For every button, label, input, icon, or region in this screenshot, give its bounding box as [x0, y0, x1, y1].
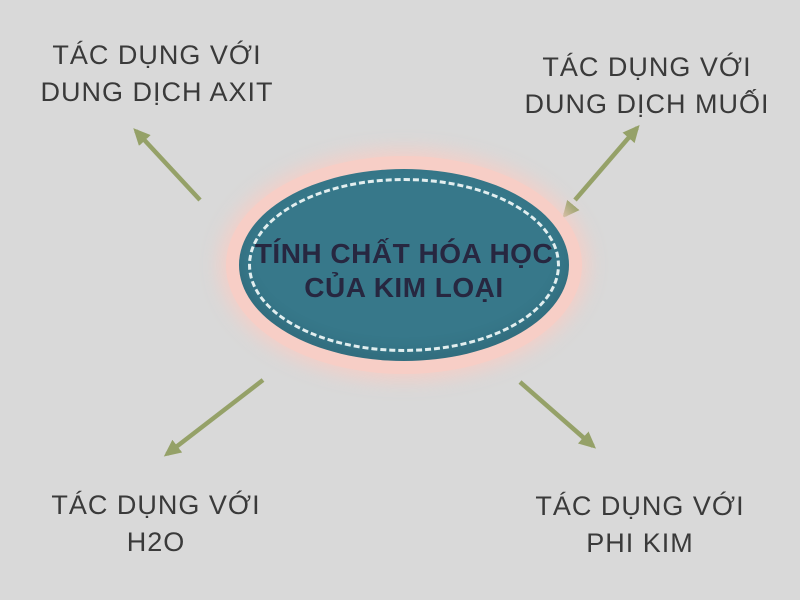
branch-label-line2: DUNG DỊCH MUỐI — [524, 89, 770, 119]
branch-label-line1: TÁC DỤNG VỚI — [542, 52, 752, 82]
branch-label-line2: H2O — [126, 527, 186, 557]
center-node-ellipse: TÍNH CHẤT HÓA HỌC CỦA KIM LOẠI — [239, 169, 569, 361]
center-node-title-line2: CỦA KIM LOẠI — [304, 272, 504, 303]
branch-label-line1: TÁC DỤNG VỚI — [535, 491, 745, 521]
center-node-title: TÍNH CHẤT HÓA HỌC CỦA KIM LOẠI — [239, 169, 569, 361]
branch-label-phi-kim: TÁC DỤNG VỚI PHI KIM — [485, 488, 795, 562]
branch-label-line2: PHI KIM — [586, 528, 694, 558]
center-node: TÍNH CHẤT HÓA HỌC CỦA KIM LOẠI — [226, 156, 582, 374]
branch-label-line1: TÁC DỤNG VỚI — [52, 40, 262, 70]
center-node-title-line1: TÍNH CHẤT HÓA HỌC — [254, 238, 554, 269]
arrow-bottom-left-icon — [163, 378, 265, 457]
arrow-top-right-icon — [562, 124, 640, 219]
branch-label-line2: DUNG DỊCH AXIT — [40, 77, 274, 107]
arrow-top-left-icon — [133, 128, 202, 202]
branch-label-h2o: TÁC DỤNG VỚI H2O — [26, 487, 286, 561]
center-node-dashed-border — [248, 178, 560, 352]
branch-label-dung-dich-axit: TÁC DỤNG VỚI DUNG DỊCH AXIT — [22, 37, 292, 111]
branch-label-line1: TÁC DỤNG VỚI — [51, 490, 261, 520]
branch-label-dung-dich-muoi: TÁC DỤNG VỚI DUNG DỊCH MUỐI — [497, 49, 797, 123]
arrow-bottom-right-icon — [518, 380, 597, 449]
